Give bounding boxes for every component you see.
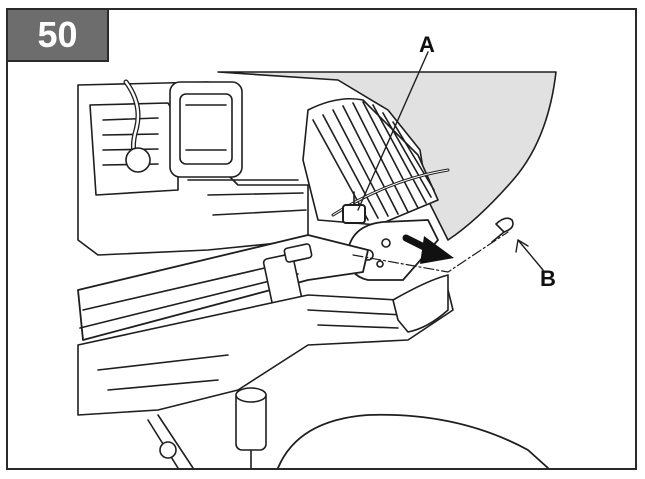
intake-grille [302,97,439,226]
diagram-frame: 50 [6,8,637,470]
strut [235,387,267,468]
callout-label-a: A [419,32,435,57]
pin-b [491,217,514,243]
guide-line-b [352,231,509,273]
leader-line-a [357,51,429,211]
wheel [277,413,549,468]
removal-direction-arrow [402,234,454,264]
callout-label-b: B [540,266,556,291]
mower-illustration [77,51,557,468]
leader-line-b [517,239,544,271]
step-number-badge: 50 [8,10,109,62]
deflector-plate [392,274,449,333]
connector-a [342,204,366,224]
side-cover-panel [217,71,557,241]
